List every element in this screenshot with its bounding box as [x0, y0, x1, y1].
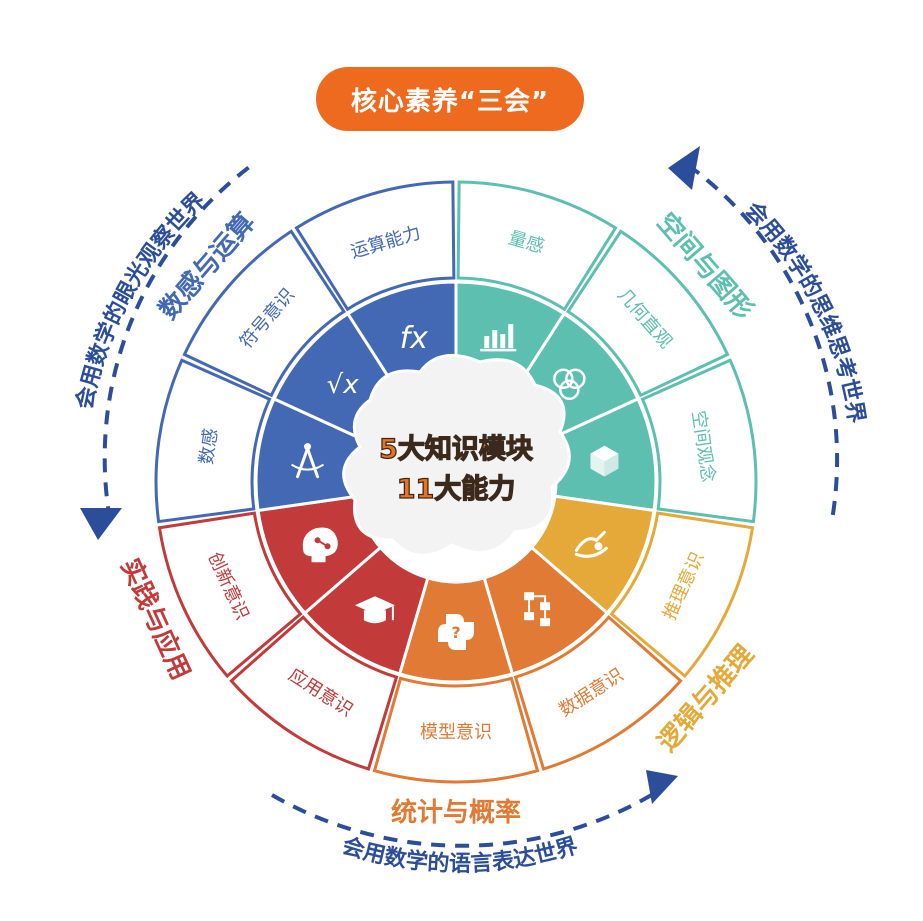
ability-outer-segment — [229, 615, 399, 771]
ability-outer-segment — [154, 358, 272, 524]
flowchart-icon — [524, 592, 551, 627]
ability-outer-segment — [182, 229, 346, 398]
ability-label: 数感 — [196, 427, 222, 466]
outer-arc-bottom-label: 会用数学的语言表达世界 — [339, 833, 581, 877]
title-pill: 核心素养“三会” — [316, 67, 584, 131]
ability-outer-segment — [640, 358, 758, 524]
cloud-burst-shape — [342, 354, 571, 557]
ability-outer-segment — [566, 229, 730, 398]
center-burst: 5大知识模块 11大能力 — [342, 354, 571, 557]
ability-outer-segment — [372, 676, 540, 784]
bar-chart-icon — [480, 324, 517, 352]
arc-left-dashes — [102, 163, 254, 521]
ability-label: 模型意识 — [420, 722, 492, 743]
ability-outer-segment — [294, 180, 456, 312]
venn-circles-icon — [553, 368, 586, 401]
fx-symbol-text: fx — [400, 321, 429, 356]
puzzle-question-icon: ? — [438, 614, 474, 650]
hands-icon — [574, 530, 608, 558]
graduation-cap-icon — [354, 596, 395, 624]
arrow-head-right-icon — [668, 146, 700, 190]
ability-outer-segment — [513, 615, 683, 771]
ability-outer-segment — [456, 180, 618, 312]
center-title-line2: 11大能力 — [397, 473, 516, 505]
cube-icon — [590, 445, 619, 477]
fx-icon: fx — [400, 321, 429, 356]
ability-outer-segment — [157, 511, 303, 679]
arrow-head-left-icon — [80, 508, 122, 540]
question-mark-text: ? — [451, 623, 460, 642]
root-symbol-icon: √x — [327, 370, 360, 400]
root-symbol-text: √x — [327, 370, 360, 400]
arrow-head-bottom-icon — [646, 770, 678, 804]
compass-icon — [290, 443, 325, 479]
brain-network-icon — [302, 527, 338, 563]
module-label: 统计与概率 — [391, 797, 521, 828]
center-title-line1: 5大知识模块 — [379, 434, 534, 465]
arc-right-dashes — [686, 163, 840, 521]
arc-bottom-dashes — [271, 788, 662, 848]
outer-arc-right-label: 会用数学的思维思考世界 — [740, 197, 868, 425]
ability-outer-segment — [609, 511, 755, 679]
